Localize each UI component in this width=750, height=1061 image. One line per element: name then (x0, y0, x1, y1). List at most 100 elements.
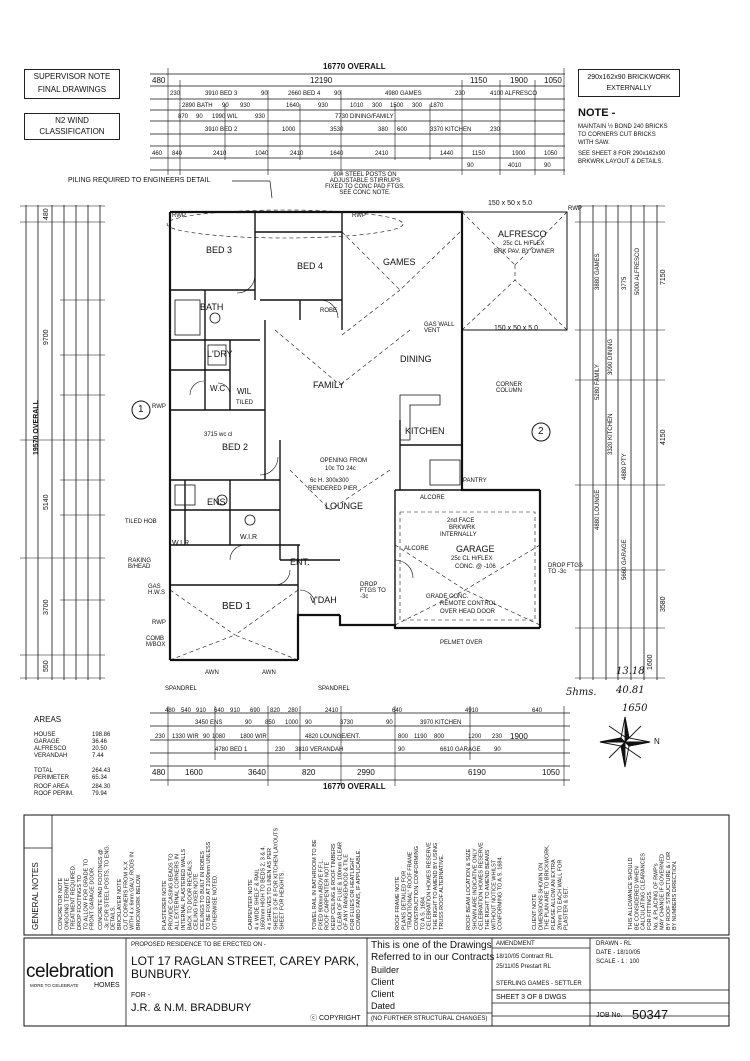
general-note-column: ROOF BEAM LOCATION & SIZE SHOWN ARE INDI… (466, 842, 504, 930)
top-dim: 3370 KITCHEN (430, 127, 472, 133)
general-note-column: CONCRETE PAD FOOTINGS @ -3c FOR STEEL PO… (98, 844, 142, 930)
note-line: BRKWRK LAYOUT & DETAILS. (578, 159, 664, 165)
room-laundry: L'DRY (207, 349, 233, 359)
top-dim: 1150 (470, 76, 488, 85)
bottom-dim: 640 (532, 708, 543, 714)
top-dim: 4100 ALFRESCO (490, 91, 538, 97)
right-dim: 3580 (660, 596, 667, 612)
top-dim: 90 (261, 91, 268, 97)
right-dim: 4880 LOUNGE (595, 489, 601, 530)
right-dim: 1600 (647, 654, 654, 670)
right-dim: 5000 ALFRESCO (635, 247, 641, 295)
brand-homes: HOMES (94, 982, 120, 989)
note-line: TO CORNERS CUT BRICKS (578, 132, 656, 138)
room-bed4: BED 4 (297, 261, 324, 271)
bottom-dim: 1050 (542, 768, 560, 777)
brickwork-box: 290x162x90 BRICKWORK EXTERNALLY (578, 69, 680, 97)
bottom-dim: 1080 (212, 734, 226, 740)
wind-line-2: CLASSIFICATION (39, 127, 105, 136)
bottom-dim: 1800 WIR (240, 734, 267, 740)
top-dim: 90 (222, 103, 229, 109)
awn-label: AWN (205, 670, 219, 676)
bottom-dim: 2410 (325, 708, 339, 714)
rwp-label: RWP (172, 213, 186, 219)
bottom-dim: 3730 (340, 720, 354, 726)
brkwrk-note: 2nd FACE (447, 518, 475, 524)
bottom-dim: 640 (214, 708, 225, 714)
room-wir: W.I.R (240, 534, 258, 541)
bottom-dim: 480 (152, 768, 166, 777)
rwp-label: RWP (152, 404, 166, 410)
bottom-dim: 1900 (510, 732, 528, 741)
tiled-label: TILED (236, 400, 254, 406)
top-dim: 1010 (350, 103, 364, 109)
top-dim: 2410 (213, 151, 227, 157)
bottom-dim: 800 (398, 734, 409, 740)
brickwork-line-1: 290x162x90 BRICKWORK (587, 74, 671, 81)
amendment-row: 25/11/05 Prestart RL (496, 964, 551, 970)
bottom-dim: 480 (165, 708, 176, 714)
final-drawings-label: FINAL DRAWINGS (37, 85, 107, 94)
area-value: 65.34 (92, 775, 108, 781)
lot-address: LOT 17 RAGLAN STREET, CAREY PARK, (131, 954, 360, 968)
top-dim: 2410 (290, 151, 304, 157)
top-dim: 90 (196, 114, 203, 120)
bottom-dim: 3450 ENS (195, 720, 223, 726)
general-note-column: ROOF FRAME NOTE PLANS DETAILED FOR "TRAD… (395, 842, 446, 930)
top-dim: 1500 (390, 103, 404, 109)
dated-field: Dated (371, 1001, 396, 1011)
top-dim: 1870 (430, 103, 444, 109)
overall-bottom-dim: 16770 OVERALL (323, 782, 386, 791)
right-dim: 3775 (622, 276, 628, 290)
top-dim: 930 (318, 103, 329, 109)
room-bed1: BED 1 (222, 601, 251, 612)
bottom-dim: 230 (492, 734, 503, 740)
room-pantry: PANTRY (463, 478, 487, 484)
room-wc: W.C (210, 384, 226, 393)
general-note-column: THIS ALLOWANCE SHOULD BE CONSIDERED WHEN… (628, 851, 679, 930)
top-dim: 7730 DINING/FAMILY (335, 114, 394, 120)
general-note-column: CARPENTER NOTE 4 x WIDE SHELF & RAIL 165… (248, 827, 286, 930)
top-dim: 90 (544, 163, 551, 169)
alfresco-floor-note: BRK PAV. BY OWNER (494, 249, 555, 255)
proposed-label: PROPOSED RESIDENCE TO BE ERECTED ON - (131, 942, 266, 948)
note-line: WITH SAW. (578, 140, 610, 146)
note-line: MAINTAIN ½ BOND 240 BRICKS (578, 124, 668, 130)
handwritten-note: 5hms. (566, 687, 597, 698)
series-name: STERLING GAMES - SETTLER (496, 981, 582, 987)
grid-marker-1: 1 (138, 404, 144, 415)
bottom-dim: 910 (196, 708, 207, 714)
note-line: SEE SHEET 8 FOR 290x162x90 (578, 151, 666, 157)
overall-top-dim: 16770 OVERALL (323, 62, 386, 71)
area-label: GARAGE (34, 739, 60, 745)
raking-bhead-label: RAKING B/HEAD (128, 558, 152, 570)
top-dim: 600 (397, 127, 408, 133)
top-dim: 380 (378, 127, 389, 133)
client-field: Client (371, 977, 395, 987)
bottom-dim: 90 (386, 720, 393, 726)
area-label: ROOF AREA (34, 784, 70, 790)
spandrel-label: SPANDREL (318, 686, 350, 692)
remote-control-note: REMOTE CONTROL (440, 601, 497, 607)
room-kitchen: KITCHEN (405, 426, 445, 436)
area-label: VERANDAH (34, 753, 68, 759)
room-bath: BATH (200, 302, 224, 312)
bottom-dim: 1000 (285, 720, 299, 726)
drawn-by: DRAWN - RL (596, 941, 632, 947)
right-dim: 3090 DINING (608, 338, 614, 375)
piling-note: PILING REQUIRED TO ENGINEERS DETAIL (68, 177, 211, 184)
bottom-dim: 90 (245, 720, 252, 726)
note-title: NOTE - (578, 107, 616, 119)
grade-conc-note: GRADE CONC. (426, 594, 469, 600)
alcore-label: ALCORE (420, 495, 445, 501)
drawn-date: DATE - 18/10/05 (596, 950, 641, 956)
top-dim: 1050 (544, 76, 562, 85)
rwp-label: RWP (568, 206, 582, 212)
bottom-dim: 230 (155, 734, 166, 740)
top-dim: 4010 (508, 163, 522, 169)
room-family: FAMILY (313, 380, 345, 390)
left-dim: 9700 (43, 329, 50, 345)
client-name: J.R. & N.M. BRADBURY (131, 1002, 252, 1014)
left-dim: 5140 (43, 494, 50, 510)
bottom-dim: 3640 (248, 768, 266, 777)
